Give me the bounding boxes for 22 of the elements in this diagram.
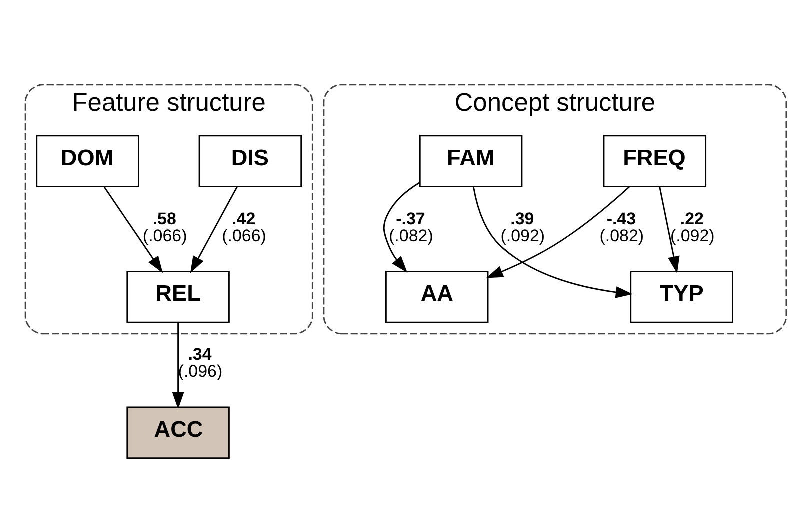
edge-label: .34 (.096): [178, 345, 223, 382]
node-box: FREQ: [603, 135, 707, 188]
arrow: [190, 186, 238, 274]
node-box: ACC: [126, 406, 230, 460]
edge-label: .42 (.066): [222, 209, 266, 246]
arrow: [472, 186, 633, 298]
edge-label: .22 (.092): [670, 209, 715, 246]
arrow: [172, 322, 184, 410]
arrow: [659, 187, 680, 274]
node-box: AA: [386, 270, 489, 324]
edge-label: -.43 (.082): [600, 209, 644, 246]
edge-label: -.37 (.082): [389, 209, 434, 246]
node-box: REL: [126, 270, 230, 324]
node-box: FAM: [419, 135, 523, 188]
edge-label: .58 (.066): [142, 209, 188, 246]
node-box: DOM: [36, 135, 140, 188]
arrow: [104, 186, 164, 274]
node-box: DIS: [198, 135, 302, 188]
arrow: [486, 186, 630, 278]
arrow: [383, 182, 420, 273]
node-box: TYP: [630, 270, 734, 324]
edge-label: .39 (.092): [500, 209, 546, 246]
